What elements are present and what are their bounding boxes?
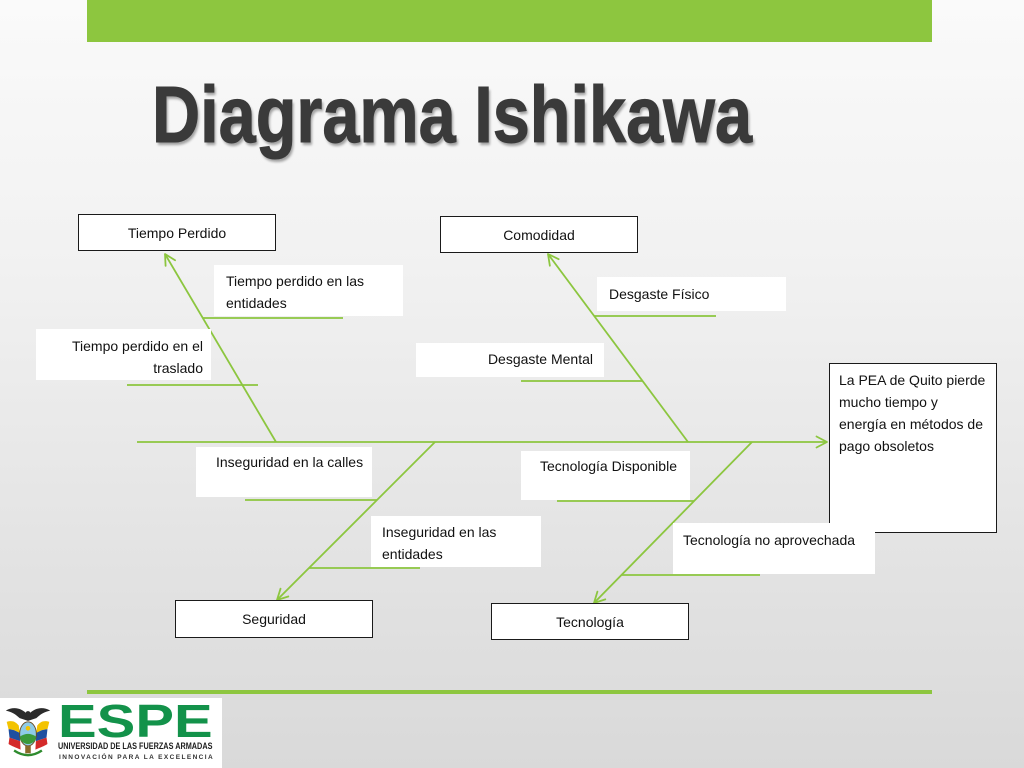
bone-tiempo-perdido xyxy=(164,253,277,443)
bone-comodidad xyxy=(547,253,689,443)
category-label: Comodidad xyxy=(503,226,575,243)
top-accent-bar xyxy=(87,0,932,42)
logo-university-name: UNIVERSIDAD DE LAS FUERZAS ARMADAS xyxy=(58,741,213,751)
category-box-tecnologia: Tecnología xyxy=(491,603,689,640)
bone-seguridad xyxy=(276,441,436,601)
espe-logo: ESPE UNIVERSIDAD DE LAS FUERZAS ARMADAS … xyxy=(0,698,222,768)
category-label: Seguridad xyxy=(242,611,306,627)
logo-wordmark: ESPE xyxy=(58,698,213,747)
category-label: Tecnología xyxy=(556,613,624,630)
cause-label: Desgaste Físico xyxy=(597,277,786,311)
cause-label: Desgaste Mental xyxy=(416,343,604,377)
category-label: Tiempo Perdido xyxy=(127,224,227,241)
category-box-seguridad: Seguridad xyxy=(175,600,373,638)
cause-label: Tecnología Disponible xyxy=(521,451,690,500)
slide-title: Diagrama Ishikawa xyxy=(152,70,753,159)
bottom-accent-rule xyxy=(87,690,932,694)
logo-slogan: INNOVACIÓN PARA LA EXCELENCIA xyxy=(59,754,215,761)
bone-tecnologia xyxy=(593,441,753,604)
category-box-comodidad: Comodidad xyxy=(440,216,638,253)
crest-icon xyxy=(5,708,51,757)
category-box-tiempo-perdido: Tiempo Perdido xyxy=(78,214,276,251)
cause-label: Inseguridad en la calles xyxy=(196,447,372,497)
cause-label: Tiempo perdido en el traslado xyxy=(36,329,211,380)
cause-label: Tecnología no aprovechada xyxy=(673,523,875,574)
cause-label: Inseguridad en las entidades xyxy=(371,516,541,567)
cause-label: Tiempo perdido en las entidades xyxy=(214,265,403,316)
effect-box: La PEA de Quito pierde mucho tiempo y en… xyxy=(829,363,997,533)
